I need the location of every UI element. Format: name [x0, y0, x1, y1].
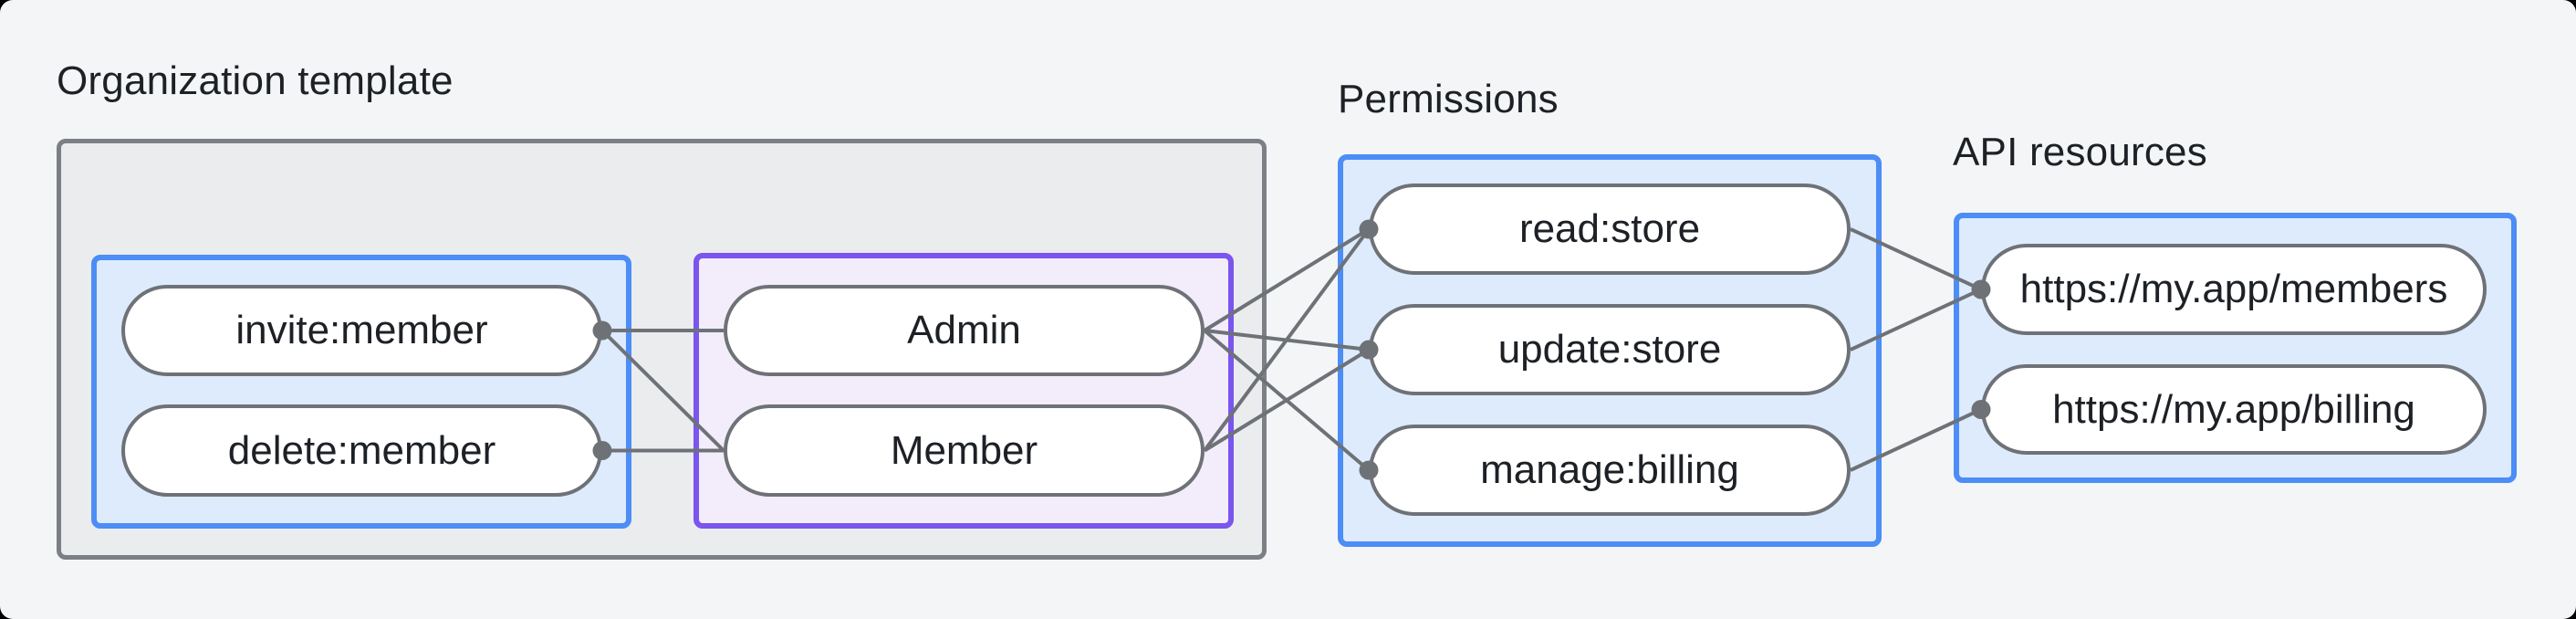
pill-admin-role: Admin	[724, 285, 1205, 376]
pill-api-billing-url: https://my.app/billing	[1981, 364, 2487, 455]
group-label-api-resources: API resources	[1953, 130, 2207, 174]
group-label-permissions: Permissions	[1338, 77, 1559, 121]
page-title: Organization template	[57, 58, 454, 103]
pill-member-role: Member	[724, 404, 1205, 497]
pill-manage-billing: manage:billing	[1369, 425, 1851, 516]
pill-delete-member: delete:member	[121, 404, 602, 497]
pill-update-store: update:store	[1369, 304, 1851, 395]
pill-read-store: read:store	[1369, 184, 1851, 275]
pill-invite-member: invite:member	[121, 285, 602, 376]
pill-api-members-url: https://my.app/members	[1981, 244, 2487, 335]
